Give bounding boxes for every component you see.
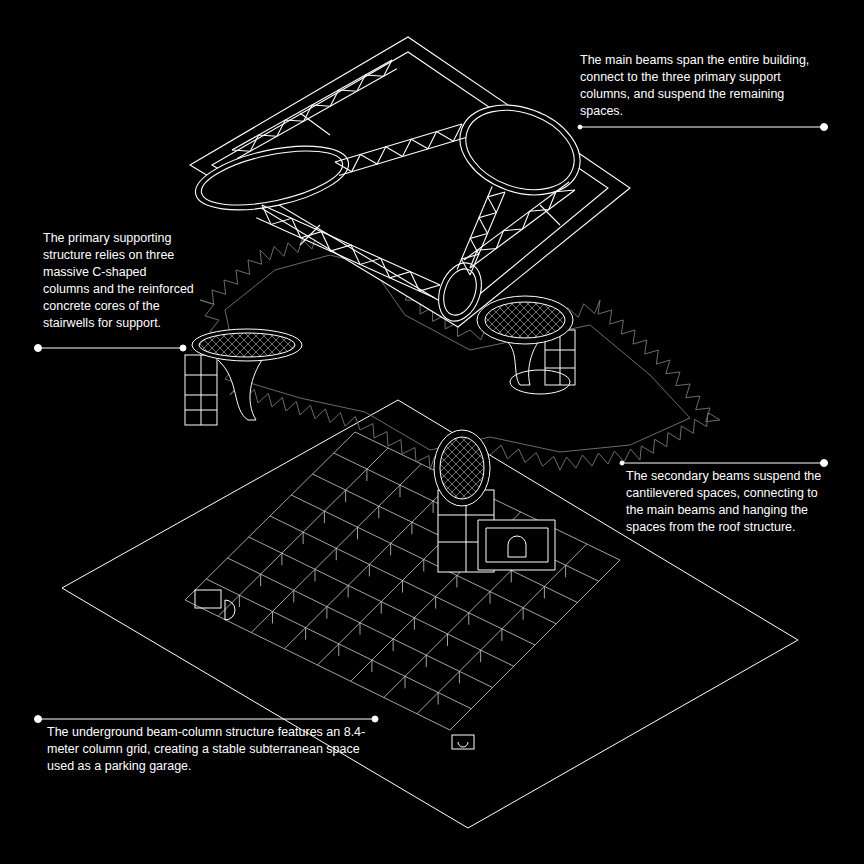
grid-column [345, 490, 346, 502]
truss-beam [335, 124, 466, 175]
grid-column [400, 485, 401, 497]
grid-column [468, 613, 469, 625]
grid-column [260, 574, 261, 586]
truss-beam [464, 182, 575, 268]
grid-column [303, 532, 304, 544]
truss-web [461, 192, 505, 275]
grid-column [405, 676, 406, 688]
grid-column [456, 575, 457, 587]
grid-beam [284, 480, 454, 649]
grid-column [523, 608, 524, 620]
grid-column [511, 570, 512, 582]
grid-column [447, 634, 448, 646]
grid-column [402, 581, 403, 593]
grid-column [426, 655, 427, 667]
grid-column [459, 671, 460, 683]
column-grid [185, 432, 620, 730]
grid-column [390, 543, 391, 555]
grid-column [378, 506, 379, 518]
grid-column [336, 548, 337, 560]
grid-column [272, 611, 273, 623]
truss-chord [335, 124, 462, 162]
truss-beam [232, 60, 397, 159]
grid-beam [218, 448, 388, 616]
truss-beam [256, 205, 440, 298]
grid-column [490, 592, 491, 604]
grid-column [393, 639, 394, 651]
columns [185, 296, 575, 572]
grid-column [544, 586, 545, 598]
grid-column [326, 607, 327, 619]
grid-column [357, 527, 358, 539]
callout-note: The underground beam-column structure fe… [47, 724, 377, 775]
grid-beam [228, 558, 493, 688]
grid-column [324, 511, 325, 523]
truss-web [232, 60, 392, 151]
truss-web [262, 205, 440, 291]
grid-column [348, 585, 349, 597]
grid-beam [450, 560, 620, 730]
grid-column [423, 559, 424, 571]
leader-lines [35, 124, 828, 723]
grid-column [414, 618, 415, 630]
grid-column [411, 522, 412, 534]
grid-column [305, 628, 306, 640]
grid-column [338, 644, 339, 656]
grid-column [293, 590, 294, 602]
truss-web [470, 190, 575, 268]
grid-column [433, 501, 434, 513]
truss-chord [256, 218, 434, 298]
truss-chord [464, 182, 569, 260]
grid-column [565, 565, 566, 577]
callout-note: The secondary beams suspend the cantilev… [626, 468, 826, 536]
truss-chord [470, 190, 575, 268]
grid-column [315, 569, 316, 581]
truss-beam [457, 187, 505, 275]
grid-beam [291, 495, 556, 624]
grid-column [480, 650, 481, 662]
callout-note: The main beams span the entire building,… [580, 52, 825, 120]
grid-column [239, 595, 240, 607]
grid-column [435, 597, 436, 609]
truss-chord [237, 69, 397, 159]
grid-column [381, 602, 382, 614]
grid-column [281, 553, 282, 565]
truss-web [335, 124, 462, 172]
grid-column [501, 629, 502, 641]
grid-column [366, 469, 367, 481]
grid-column [371, 660, 372, 672]
grid-beam [206, 579, 471, 709]
grid-column [369, 564, 370, 576]
grid-column [360, 623, 361, 635]
grid-column [438, 693, 439, 705]
grid-beam [251, 464, 421, 633]
roof-beams [190, 37, 630, 327]
callout-note: The primary supporting structure relies … [43, 230, 195, 332]
